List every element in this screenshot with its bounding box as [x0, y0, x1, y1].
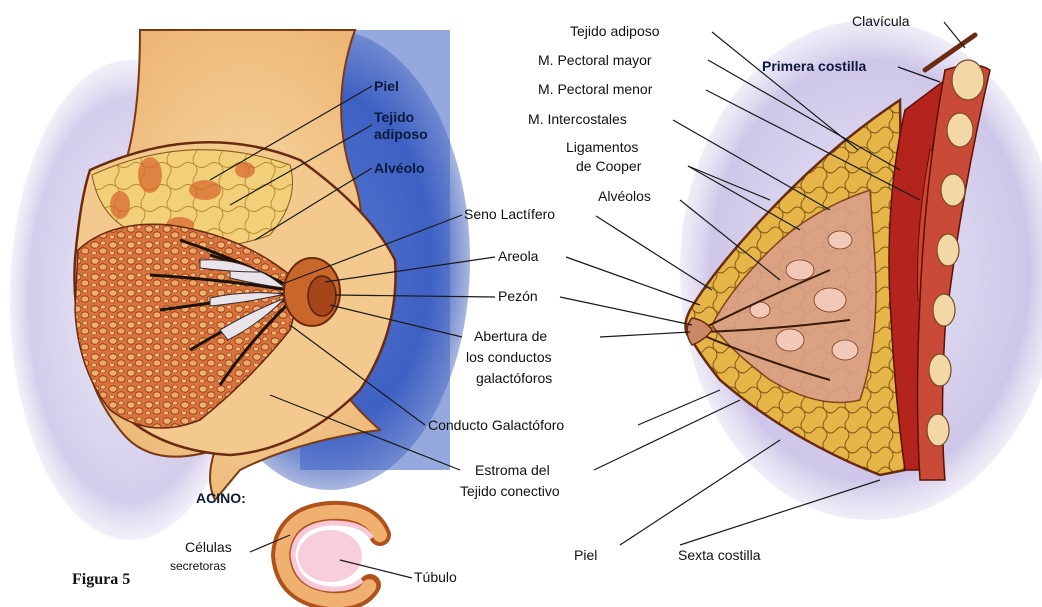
label-abertura-3: galactóforos — [476, 370, 552, 386]
label-tubulo: Túbulo — [414, 569, 457, 585]
label-tejido-adiposo-left-1: Tejido — [374, 109, 414, 125]
label-celulas: Células — [185, 539, 232, 555]
label-clavicula: Clavícula — [852, 13, 910, 29]
label-sexta-costilla: Sexta costilla — [678, 547, 761, 563]
label-secretoras: secretoras — [170, 559, 226, 573]
label-areola: Areola — [498, 248, 539, 264]
right-breast-illustration — [680, 20, 1042, 520]
nipple-shape — [308, 276, 336, 316]
label-abertura-2: los conductos — [466, 349, 552, 365]
label-pectoral-menor: M. Pectoral menor — [538, 81, 653, 97]
label-tejido-adiposo-left-2: adiposo — [374, 126, 428, 142]
label-conducto-galactoforo: Conducto Galactóforo — [428, 417, 564, 433]
acinus-illustration — [282, 512, 380, 600]
label-estroma-1: Estroma del — [475, 462, 550, 478]
label-piel-right: Piel — [574, 547, 597, 563]
label-primera-costilla: Primera costilla — [762, 58, 866, 74]
label-intercostales: M. Intercostales — [528, 111, 627, 127]
label-ligamentos-2: de Cooper — [576, 158, 642, 174]
label-seno-lactifero: Seno Lactífero — [464, 206, 555, 222]
label-abertura-1: Abertura de — [474, 328, 547, 344]
label-tejido-adiposo-right: Tejido adiposo — [570, 23, 660, 39]
figure-caption: Figura 5 — [72, 571, 130, 588]
label-estroma-2: Tejido conectivo — [460, 483, 560, 499]
label-alveolo: Alvéolo — [374, 160, 425, 176]
acinus-lumen-fill — [298, 530, 362, 582]
label-alveolos: Alvéolos — [598, 188, 651, 204]
label-pectoral-mayor: M. Pectoral mayor — [538, 52, 652, 68]
left-breast-illustration — [10, 30, 470, 540]
label-ligamentos-1: Ligamentos — [566, 139, 638, 155]
label-pezon: Pezón — [498, 288, 538, 304]
label-piel-left: Piel — [374, 78, 399, 94]
label-acino: ACINO: — [196, 490, 246, 506]
